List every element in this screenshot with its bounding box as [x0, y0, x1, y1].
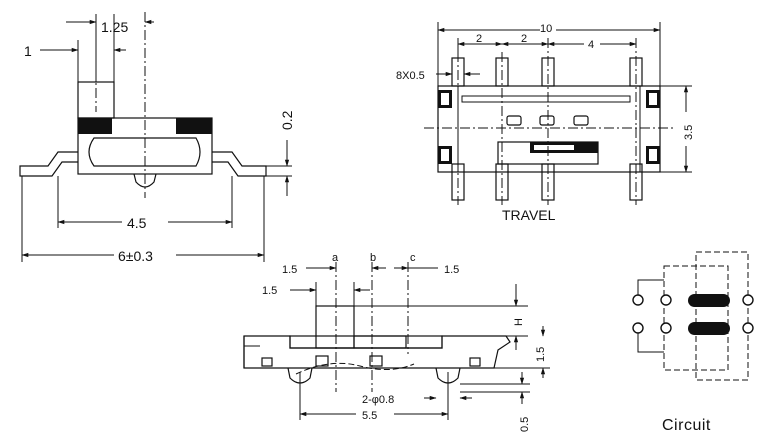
circuit-diagram: Circuit	[632, 251, 754, 434]
front-view: a b c 1.5 1.5 1.5 H 1.5 2-φ0.8	[243, 252, 550, 432]
circuit-contact-bottom	[688, 322, 730, 335]
dim-holes: 2-φ0.8	[362, 394, 394, 406]
side-actuator	[77, 81, 115, 119]
top-body	[437, 85, 661, 173]
dim-0-5: 0.5	[519, 417, 531, 432]
front-actuator	[315, 305, 355, 349]
dim-1: 1	[24, 43, 32, 59]
dim-6: 6±0.3	[118, 248, 153, 264]
label-a: a	[332, 252, 339, 264]
side-clip-right	[176, 118, 212, 134]
dim-1-5-lower: 1.5	[262, 285, 277, 297]
dim-H: H	[513, 318, 525, 326]
label-c: c	[410, 252, 416, 264]
side-inner-arc	[88, 137, 201, 167]
dim-10: 10	[540, 23, 552, 35]
dim-1-25: 1.25	[101, 19, 128, 35]
dim-1-5-right: 1.5	[444, 264, 459, 276]
dim-4-5: 4.5	[127, 215, 147, 231]
side-leg-left	[19, 151, 78, 177]
label-b: b	[370, 252, 376, 264]
dim-4: 4	[588, 39, 594, 51]
top-view: 10 2 2 4 8X0.5 3.5 TRAVEL	[396, 22, 695, 223]
travel-label: TRAVEL	[502, 207, 556, 223]
dim-1-5-left: 1.5	[282, 264, 297, 276]
circuit-label: Circuit	[662, 417, 711, 434]
dim-2a: 2	[476, 33, 482, 45]
circuit-contact-top	[688, 294, 730, 307]
dim-0-2: 0.2	[279, 110, 295, 130]
dim-pins: 8X0.5	[396, 70, 425, 82]
dim-2b: 2	[521, 33, 527, 45]
dim-5-5: 5.5	[362, 410, 377, 422]
dim-3-5: 3.5	[683, 125, 695, 140]
side-view: 1.25 1 0.2 4.5 6±0.3	[19, 12, 295, 264]
dim-1-5-vert: 1.5	[535, 347, 547, 362]
side-leg-right	[212, 151, 267, 177]
side-clip-left	[78, 118, 112, 134]
